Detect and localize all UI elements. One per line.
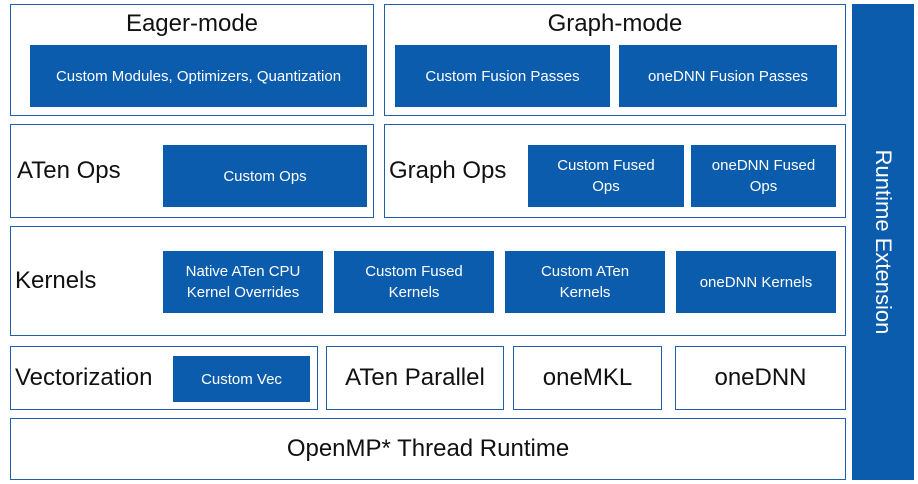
vectorization-title: Vectorization [15,364,153,391]
onemkl-label: oneMKL [542,364,633,391]
custom-modules-box: Custom Modules, Optimizers, Quantization [30,45,367,107]
eager-mode-title: Eager-mode [125,10,259,37]
onemkl-panel: oneMKL [513,346,662,410]
custom-ops-box: Custom Ops [163,145,367,207]
eager-mode-panel: Eager-mode Custom Modules, Optimizers, Q… [10,4,374,116]
onednn-kernels-box: oneDNN Kernels [676,251,836,313]
custom-fused-ops-box: Custom Fused Ops [528,145,684,207]
aten-parallel-panel: ATen Parallel [326,346,504,410]
runtime-extension-bar: Runtime Extension [852,4,914,480]
onednn-fusion-passes-box: oneDNN Fusion Passes [619,45,837,107]
openmp-runtime-label: OpenMP* Thread Runtime [286,435,570,462]
onednn-panel: oneDNN [675,346,846,410]
custom-vec-box: Custom Vec [173,356,310,402]
vectorization-panel: Vectorization Custom Vec [10,346,318,410]
onednn-label: oneDNN [714,364,807,391]
custom-fusion-passes-box: Custom Fusion Passes [395,45,610,107]
aten-parallel-label: ATen Parallel [345,364,485,391]
kernels-title: Kernels [15,267,97,294]
kernels-panel: Kernels Native ATen CPU Kernel Overrides… [10,226,846,336]
graph-mode-title: Graph-mode [547,10,683,37]
onednn-fused-ops-box: oneDNN Fused Ops [691,145,836,207]
native-aten-kernel-overrides-box: Native ATen CPU Kernel Overrides [163,251,323,313]
custom-fused-kernels-box: Custom Fused Kernels [334,251,494,313]
graph-ops-title: Graph Ops [389,157,507,184]
custom-aten-kernels-box: Custom ATen Kernels [505,251,665,313]
aten-ops-title: ATen Ops [17,157,121,184]
graph-ops-panel: Graph Ops Custom Fused Ops oneDNN Fused … [384,124,846,218]
graph-mode-panel: Graph-mode Custom Fusion Passes oneDNN F… [384,4,846,116]
openmp-runtime-panel: OpenMP* Thread Runtime [10,418,846,480]
aten-ops-panel: ATen Ops Custom Ops [10,124,374,218]
runtime-extension-label: Runtime Extension [871,149,896,335]
